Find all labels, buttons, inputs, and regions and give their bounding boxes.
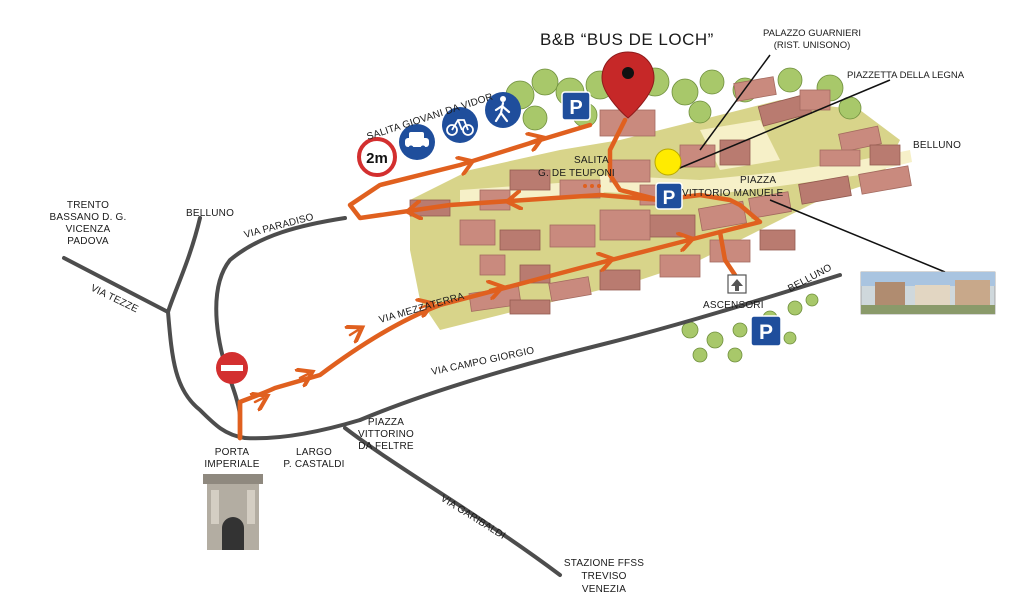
belluno-east-label: BELLUNO bbox=[913, 140, 961, 151]
svg-text:P: P bbox=[759, 321, 773, 344]
largo-castaldi-1: LARGO bbox=[296, 447, 332, 458]
parking-icon[interactable]: P bbox=[750, 315, 782, 347]
stazione-label-2: TREVISO bbox=[581, 571, 626, 582]
destinations-west-2: BASSANO D. G. bbox=[49, 212, 126, 223]
parking-icon[interactable]: P bbox=[561, 91, 591, 121]
palazzo-guarnieri-label: PALAZZO GUARNIERI bbox=[763, 28, 861, 39]
via-garibaldi-label: VIA GARIBALDI bbox=[438, 493, 507, 542]
roads bbox=[62, 216, 842, 577]
map-pin-icon[interactable] bbox=[601, 51, 655, 119]
piazza-vittorino-3: DA FELTRE bbox=[358, 441, 414, 452]
porta-imperiale-2: IMPERIALE bbox=[204, 459, 259, 470]
rist-unisono-label: (RIST. UNISONO) bbox=[774, 40, 851, 51]
teuponi-label: G. DE TEUPONI bbox=[538, 168, 615, 179]
bicycle-icon bbox=[442, 107, 478, 143]
ascensori-label: ASCENSORI bbox=[703, 300, 764, 311]
destinations-west-3: VICENZA bbox=[66, 224, 111, 235]
salita-label: SALITA bbox=[574, 155, 609, 166]
vittorio-manuele-label: VITTORIO MANUELE bbox=[682, 188, 783, 199]
palazzo-marker-icon[interactable] bbox=[654, 148, 682, 176]
stazione-label-3: VENEZIA bbox=[582, 584, 626, 595]
route bbox=[237, 117, 763, 441]
via-tezze-label: VIA TEZZE bbox=[89, 283, 140, 316]
via-campo-giorgio-label: VIA CAMPO GIORGIO bbox=[430, 345, 535, 378]
svg-text:2m: 2m bbox=[366, 150, 388, 167]
no-entry-icon bbox=[216, 352, 248, 384]
svg-text:P: P bbox=[663, 188, 676, 209]
piazza-photo bbox=[860, 271, 996, 315]
porta-imperiale-photo bbox=[203, 474, 263, 550]
parking-icon[interactable]: P bbox=[655, 182, 683, 210]
piazza-vittorino-1: PIAZZA bbox=[368, 417, 404, 428]
belluno-west-label: BELLUNO bbox=[186, 208, 234, 219]
porta-imperiale-1: PORTA bbox=[215, 447, 250, 458]
callout-lines bbox=[674, 54, 946, 273]
destinations-west-4: PADOVA bbox=[67, 236, 109, 247]
piazzetta-legna-label: PIAZZETTA DELLA LEGNA bbox=[847, 70, 965, 81]
piazza-vittorino-2: VITTORINO bbox=[358, 429, 414, 440]
pedestrian-icon bbox=[485, 92, 521, 128]
buildings bbox=[409, 76, 912, 315]
elevator-icon bbox=[727, 274, 747, 294]
svg-text:P: P bbox=[569, 97, 582, 119]
map-title: B&B “BUS DE LOCH” bbox=[540, 30, 714, 49]
destinations-west-1: TRENTO bbox=[67, 200, 109, 211]
width-limit-icon: 2m bbox=[357, 137, 397, 177]
piazza-label: PIAZZA bbox=[740, 175, 776, 186]
car-icon bbox=[399, 124, 435, 160]
largo-castaldi-2: P. CASTALDI bbox=[283, 459, 344, 470]
stazione-label-1: STAZIONE FFSS bbox=[564, 558, 644, 569]
